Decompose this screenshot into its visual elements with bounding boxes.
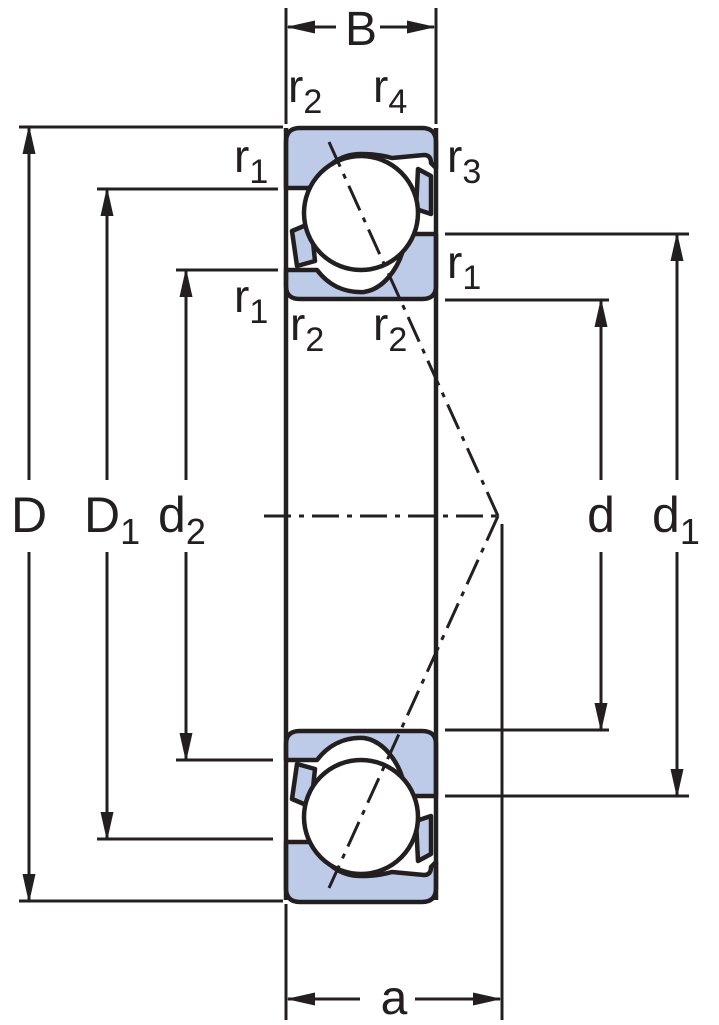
arrow-d2-up	[179, 268, 193, 297]
inner-ring-top	[283, 231, 439, 302]
bottom-bearing-section	[283, 728, 439, 905]
arrow-d2-down	[179, 733, 193, 762]
extension-lines	[19, 8, 689, 1020]
dim-label-d1: d1	[652, 487, 700, 552]
ball-bottom	[301, 757, 421, 877]
dim-label-a: a	[381, 972, 408, 1025]
dim-label-d2: d2	[158, 487, 206, 552]
bearing-side-edges	[283, 128, 439, 900]
arrow-B-right	[407, 20, 436, 34]
top-bearing-section	[283, 125, 439, 302]
dim-label-d: d	[587, 487, 615, 543]
arrow-D1-up	[100, 187, 114, 216]
arrow-d-down	[594, 703, 608, 732]
arrow-B-left	[286, 20, 315, 34]
fillet-label-r3-right-upper: r3	[447, 130, 481, 191]
arrow-a-right	[473, 992, 502, 1006]
axis-lines	[264, 141, 500, 889]
fillet-label-r1-right-lower: r1	[447, 236, 481, 297]
inner-ring-bottom	[283, 728, 439, 799]
fillet-label-r2-top-left: r2	[288, 60, 322, 121]
arrow-d1-up	[670, 232, 684, 261]
arrow-a-left	[286, 992, 315, 1006]
contact-angle-line-bottom	[327, 515, 500, 889]
arrow-D1-down	[100, 812, 114, 841]
arrow-d-up	[594, 298, 608, 327]
arrow-d1-down	[670, 769, 684, 798]
labels: B a r2 r4 r1 r3 r1 r1 r2 r2 D D1 d2 d d1	[11, 3, 700, 1025]
ball-top	[301, 153, 421, 273]
dim-label-B: B	[345, 3, 377, 56]
arrow-D-down	[22, 874, 36, 903]
fillet-label-r1-left-lower: r1	[234, 270, 268, 331]
contact-angle-line-top	[327, 141, 500, 517]
fillet-label-r1-left-upper: r1	[234, 130, 268, 191]
dim-label-D1: D1	[84, 487, 140, 552]
dimension-arrowheads	[22, 20, 684, 1006]
arrow-D-up	[22, 125, 36, 154]
dim-label-D: D	[11, 487, 47, 543]
fillet-label-r4-top-right: r4	[373, 60, 407, 121]
fillet-label-r2-bottom-left: r2	[290, 298, 324, 359]
fillet-label-r2-bottom-mid: r2	[373, 298, 407, 359]
